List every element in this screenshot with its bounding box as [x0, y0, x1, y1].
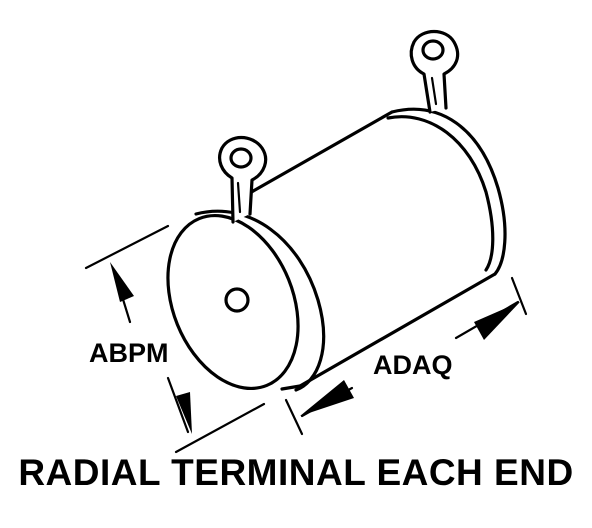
center-terminal-dot [224, 287, 250, 313]
diagram-caption: RADIAL TERMINAL EACH END [18, 452, 574, 493]
diameter-dimension: ABPM [84, 224, 266, 454]
back-terminal-lug [409, 29, 460, 114]
back-end-cap [386, 107, 507, 276]
cylinder-body [246, 110, 497, 391]
diameter-label: ABPM [89, 338, 169, 368]
length-dimension: ADAQ [284, 276, 528, 436]
front-terminal-lug [218, 135, 268, 224]
length-label: ADAQ [373, 350, 453, 380]
front-end-cap [166, 209, 326, 392]
